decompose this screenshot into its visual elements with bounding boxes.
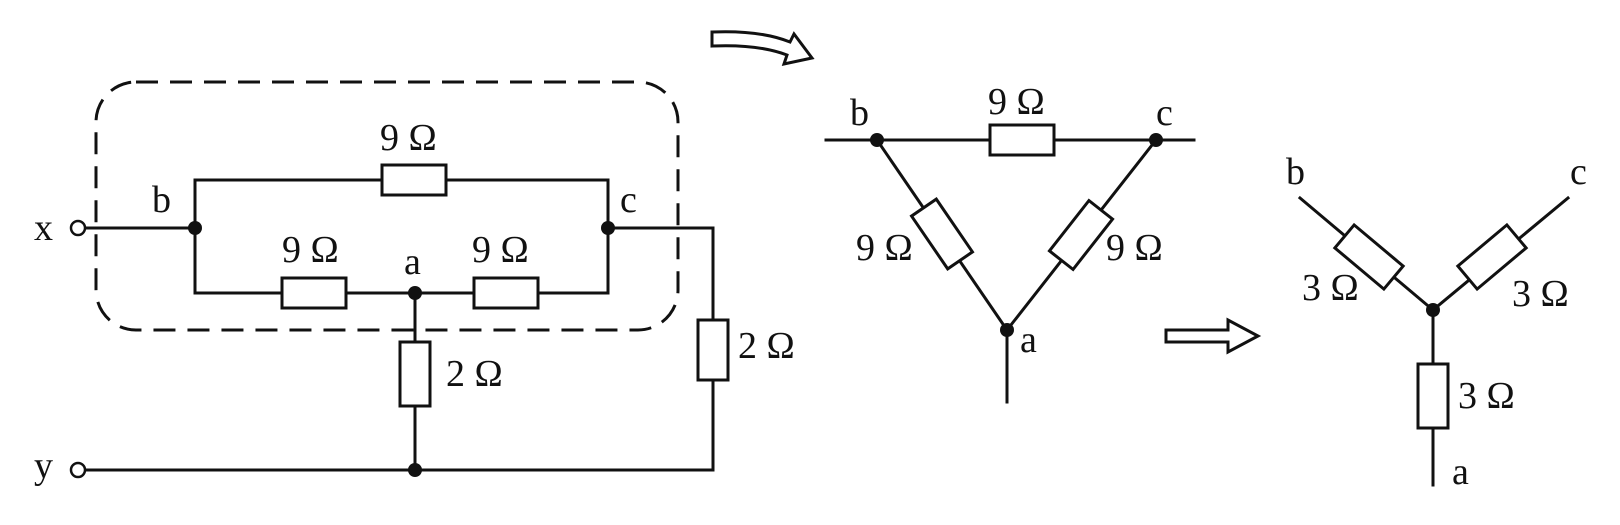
wye-resistor-b xyxy=(1332,222,1406,292)
wye-center-dot xyxy=(1426,303,1440,317)
resistor-c-y xyxy=(696,318,730,382)
node-bottom-dot xyxy=(408,463,422,477)
resistor-ac xyxy=(472,276,540,310)
resistor-ba xyxy=(280,276,348,310)
delta-resistor-bc xyxy=(988,123,1056,157)
delta-node-c-label: c xyxy=(1156,92,1173,134)
delta-resistor-ba xyxy=(909,197,975,271)
wye-resistor-c-label: 3 Ω xyxy=(1512,273,1569,315)
delta-resistor-bc-label: 9 Ω xyxy=(988,81,1045,123)
terminal-x xyxy=(69,219,87,237)
resistor-ac-label: 9 Ω xyxy=(472,229,529,271)
wye-network: b c a 3 Ω 3 Ω 3 Ω xyxy=(1286,151,1587,493)
wire-bottom-right xyxy=(536,226,610,295)
node-c-dot xyxy=(601,221,615,235)
delta-resistor-ca-label: 9 Ω xyxy=(1106,227,1163,269)
delta-resistor-ca xyxy=(1047,198,1115,272)
wye-resistor-a xyxy=(1416,362,1450,430)
resistor-bc xyxy=(380,163,448,197)
wye-resistor-c xyxy=(1455,222,1529,292)
arrow-to-wye xyxy=(1164,317,1262,355)
wire-bottom-left xyxy=(193,226,284,295)
resistor-bc-label: 9 Ω xyxy=(380,117,437,159)
node-a-label: a xyxy=(404,241,421,283)
terminal-y-label: y xyxy=(34,445,53,487)
resistor-ba-label: 9 Ω xyxy=(282,229,339,271)
terminal-y xyxy=(69,461,87,479)
resistor-a-y-label: 2 Ω xyxy=(446,353,503,395)
delta-node-b-dot xyxy=(870,133,884,147)
delta-network: b c a 9 Ω 9 Ω 9 Ω xyxy=(824,81,1196,404)
wire-top-loop xyxy=(193,178,384,230)
delta-node-a-dot xyxy=(1000,323,1014,337)
wye-node-c-label: c xyxy=(1570,151,1587,193)
delta-node-a-label: a xyxy=(1020,319,1037,361)
wire-top-loop-right xyxy=(444,178,610,230)
wye-node-a-label: a xyxy=(1452,451,1469,493)
delta-boundary xyxy=(94,80,680,332)
resistor-a-y xyxy=(398,340,432,408)
node-c-label: c xyxy=(620,179,637,221)
original-circuit: x y b c a 9 Ω 9 Ω 9 Ω 2 Ω 2 Ω xyxy=(34,80,795,487)
wye-resistor-b-label: 3 Ω xyxy=(1302,267,1359,309)
node-b-dot xyxy=(188,221,202,235)
delta-node-b-label: b xyxy=(850,92,869,134)
node-b-label: b xyxy=(152,179,171,221)
wye-node-b-label: b xyxy=(1286,151,1305,193)
wye-resistor-a-label: 3 Ω xyxy=(1458,375,1515,417)
delta-node-c-dot xyxy=(1149,133,1163,147)
resistor-c-y-label: 2 Ω xyxy=(738,325,795,367)
delta-resistor-ba-label: 9 Ω xyxy=(856,227,913,269)
wire-c-right xyxy=(606,226,715,322)
terminal-x-label: x xyxy=(34,207,53,249)
arrow-to-delta xyxy=(710,30,815,67)
node-a-dot xyxy=(408,286,422,300)
